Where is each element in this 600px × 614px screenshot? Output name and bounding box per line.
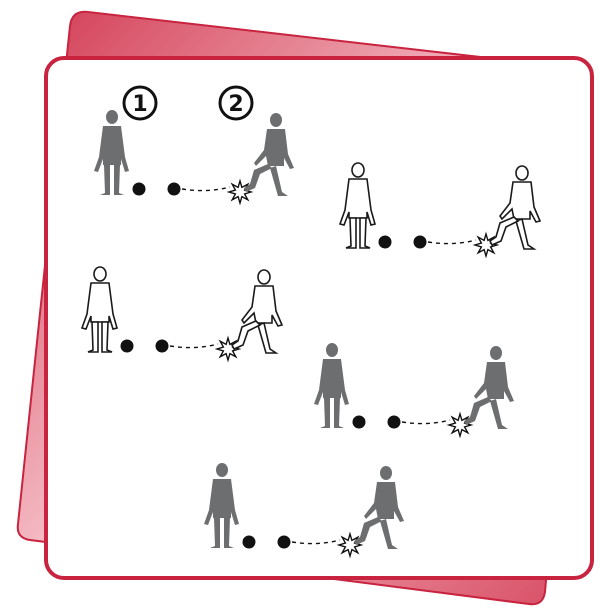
- kick-burst: [339, 534, 361, 556]
- kick-burst: [229, 181, 251, 203]
- ball: [168, 183, 181, 196]
- ball: [388, 416, 401, 429]
- ball: [353, 416, 366, 429]
- kick-burst: [449, 414, 471, 436]
- ball: [133, 183, 146, 196]
- player-two-label: 2: [220, 87, 252, 119]
- ball: [278, 536, 291, 549]
- player-one-label: 1: [124, 87, 156, 119]
- ball: [243, 536, 256, 549]
- ball: [414, 236, 427, 249]
- ball: [379, 236, 392, 249]
- ball: [121, 340, 134, 353]
- front-card: [46, 58, 592, 578]
- svg-text:1: 1: [132, 92, 147, 117]
- svg-text:2: 2: [228, 92, 243, 117]
- ball: [156, 340, 169, 353]
